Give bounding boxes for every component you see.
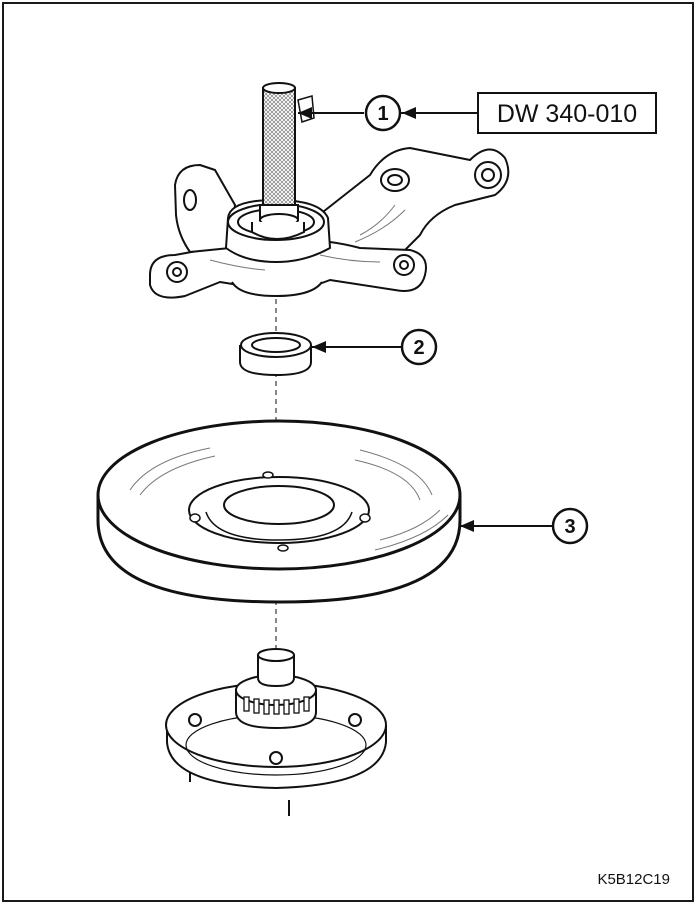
steering-knuckle (149, 147, 510, 299)
figure-border (2, 2, 694, 902)
figure-reference-code: K5B12C19 (597, 871, 670, 888)
callout-1-number: 1 (377, 103, 388, 125)
callout-1: 1 (298, 94, 478, 132)
callout-2: 2 (312, 328, 438, 366)
callout-3: 3 (460, 507, 589, 545)
callout-3-number: 3 (564, 516, 575, 538)
tool-label: DW 340-010 (497, 100, 637, 128)
tool-label-box: DW 340-010 (477, 92, 657, 134)
brake-disc (96, 419, 462, 604)
callout-2-number: 2 (413, 337, 424, 359)
bearing-ring (239, 332, 312, 377)
wheel-hub (165, 648, 387, 816)
